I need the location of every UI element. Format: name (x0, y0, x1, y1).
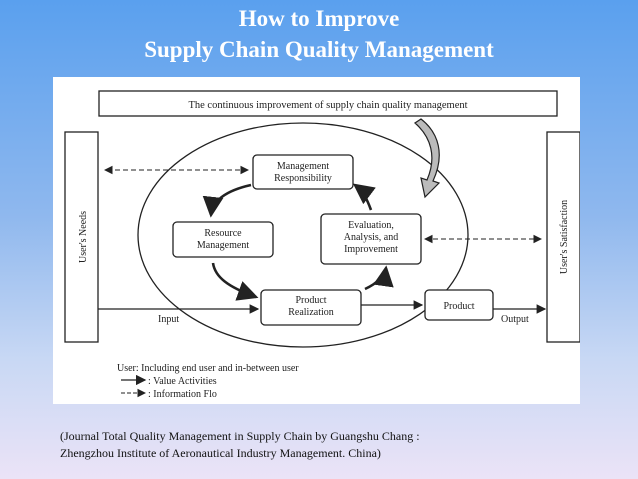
improvement-curved-arrow (414, 118, 441, 199)
resource-management-line2: Management (197, 240, 249, 251)
legend-value-label: : Value Activities (148, 376, 217, 387)
product-box (424, 289, 494, 321)
citation-caption: (Journal Total Quality Management in Sup… (60, 428, 580, 462)
cycle-arrow-2 (211, 262, 259, 301)
resource-management-box (172, 221, 274, 258)
users-satisfaction-box (546, 131, 580, 343)
diagram-panel: The continuous improvement of supply cha… (53, 77, 580, 404)
banner-text: The continuous improvement of supply cha… (188, 100, 467, 111)
cycle-arrow-1 (202, 183, 252, 218)
users-needs-box (64, 131, 99, 343)
legend-info-label: : Information Flo (148, 389, 217, 400)
caption-line-1: (Journal Total Quality Management in Sup… (60, 429, 420, 443)
cycle-arrow-3 (364, 265, 394, 291)
users-needs-label: User's Needs (78, 211, 89, 263)
users-satisfaction-label: User's Satisfaction (559, 200, 570, 274)
product-realization-box (260, 289, 362, 326)
evaluation-line3: Improvement (344, 244, 398, 255)
title-line-2: Supply Chain Quality Management (144, 37, 494, 62)
management-responsibility-line1: Management (277, 161, 329, 172)
output-label: Output (501, 314, 529, 325)
legend-user-definition: User: Including end user and in-between … (117, 363, 299, 374)
cycle-arrow-4 (352, 183, 376, 211)
resource-management-line1: Resource (204, 228, 242, 239)
diagram-svg: The continuous improvement of supply cha… (64, 90, 580, 400)
input-label: Input (158, 314, 179, 325)
product-label: Product (443, 301, 474, 312)
evaluation-line2: Analysis, and (344, 232, 398, 243)
evaluation-box (320, 213, 422, 265)
product-realization-line1: Product (295, 295, 326, 306)
management-responsibility-box (252, 154, 354, 190)
caption-line-2: Zhengzhou Institute of Aeronautical Indu… (60, 446, 381, 460)
banner-box (98, 90, 558, 117)
title-line-1: How to Improve (238, 6, 400, 31)
product-realization-line2: Realization (288, 307, 334, 318)
management-responsibility-line2: Responsibility (274, 173, 332, 184)
evaluation-line1: Evaluation, (348, 220, 394, 231)
